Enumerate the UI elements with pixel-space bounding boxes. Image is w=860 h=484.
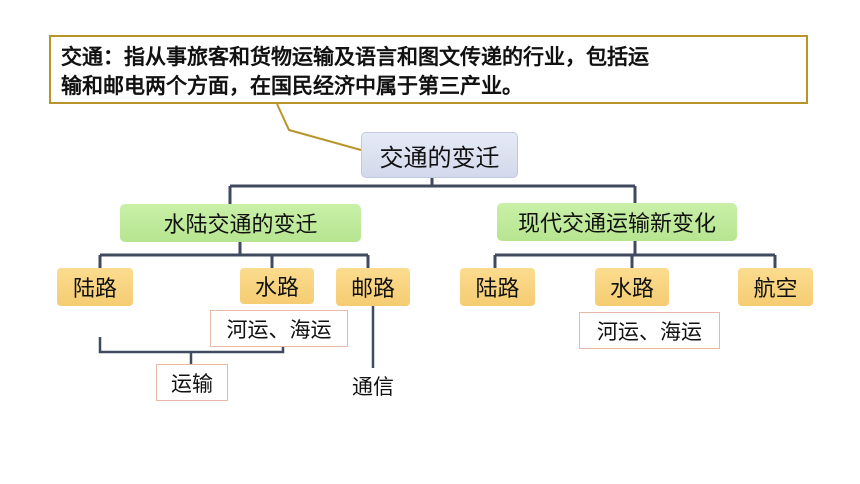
communication-label: 通信 — [352, 375, 394, 399]
left-post-node: 邮路 — [336, 268, 410, 306]
left-land-node: 陆路 — [57, 268, 133, 306]
right-water-node: 水路 — [595, 268, 669, 306]
transport-label: 运输 — [156, 364, 228, 401]
right-branch-title: 现代交通运输新变化 — [497, 203, 737, 241]
root-node: 交通的变迁 — [361, 132, 518, 178]
left-branch-title: 水陆交通的变迁 — [120, 204, 361, 242]
left-water-node: 水路 — [240, 268, 314, 304]
right-water-note: 河运、海运 — [579, 312, 720, 349]
right-air-node: 航空 — [738, 268, 813, 306]
left-water-note: 河运、海运 — [210, 310, 348, 347]
definition-box: 交通：指从事旅客和货物运输及语言和图文传递的行业，包括运 输和邮电两个方面，在国… — [49, 35, 808, 104]
definition-line-1: 交通：指从事旅客和货物运输及语言和图文传递的行业，包括运 — [61, 44, 649, 69]
right-land-node: 陆路 — [460, 268, 535, 306]
definition-line-2: 输和邮电两个方面，在国民经济中属于第三产业。 — [61, 73, 523, 98]
